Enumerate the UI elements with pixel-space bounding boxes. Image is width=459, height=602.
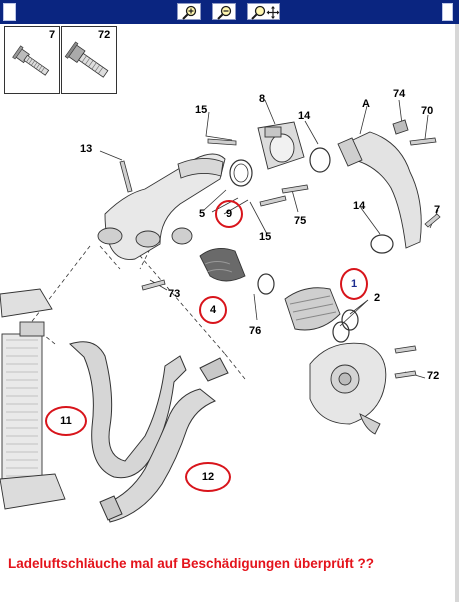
zoom-out-button[interactable]: [212, 3, 236, 20]
scrollbar[interactable]: [455, 24, 459, 602]
viewer-toolbar: [0, 0, 459, 24]
zoom-pan-button[interactable]: [247, 3, 280, 20]
callout-73: 73: [168, 288, 181, 300]
highlight-11: 11: [45, 406, 87, 436]
highlight-1: 1: [340, 268, 368, 300]
exploded-diagram: [0, 99, 441, 523]
zoom-out-icon: [217, 5, 232, 20]
partbox-label: 72: [98, 29, 111, 41]
callout-15: 15: [195, 104, 208, 116]
bolt-72-icon: [64, 41, 109, 78]
highlight-9: 9: [215, 200, 243, 228]
highlight-12: 12: [185, 462, 231, 492]
caption-text: Ladeluftschläuche mal auf Beschädigungen…: [8, 556, 375, 571]
highlight-label: 1: [350, 278, 358, 290]
callout-5: 5: [199, 208, 206, 220]
callout-13: 13: [80, 143, 93, 155]
callout-14b: 14: [353, 200, 366, 212]
callout-2: 2: [374, 292, 381, 304]
highlight-4: 4: [199, 296, 227, 324]
toolbar-left-edge: [3, 3, 16, 21]
callout-74: 74: [393, 88, 406, 100]
callout-15b: 15: [259, 231, 272, 243]
highlight-label: 12: [201, 471, 215, 483]
zoom-in-icon: [182, 5, 197, 20]
callout-70: 70: [421, 105, 434, 117]
highlight-label: 9: [225, 208, 233, 220]
partbox-7: 7: [4, 26, 60, 94]
callout-72: 72: [427, 370, 440, 382]
callout-8: 8: [259, 93, 266, 105]
callout-75: 75: [294, 215, 307, 227]
zoom-pan-icon: [251, 5, 280, 20]
partbox-72: 72: [61, 26, 117, 94]
highlight-label: 4: [209, 304, 217, 316]
zoom-in-button[interactable]: [177, 3, 201, 20]
callout-14: 14: [298, 110, 311, 122]
callout-A: A: [362, 98, 370, 110]
callout-7: 7: [434, 204, 441, 216]
toolbar-right-edge: [442, 3, 453, 21]
callout-76: 76: [249, 325, 262, 337]
bolt-7-icon: [12, 45, 50, 76]
partbox-label: 7: [49, 29, 56, 41]
highlight-label: 11: [60, 415, 72, 427]
